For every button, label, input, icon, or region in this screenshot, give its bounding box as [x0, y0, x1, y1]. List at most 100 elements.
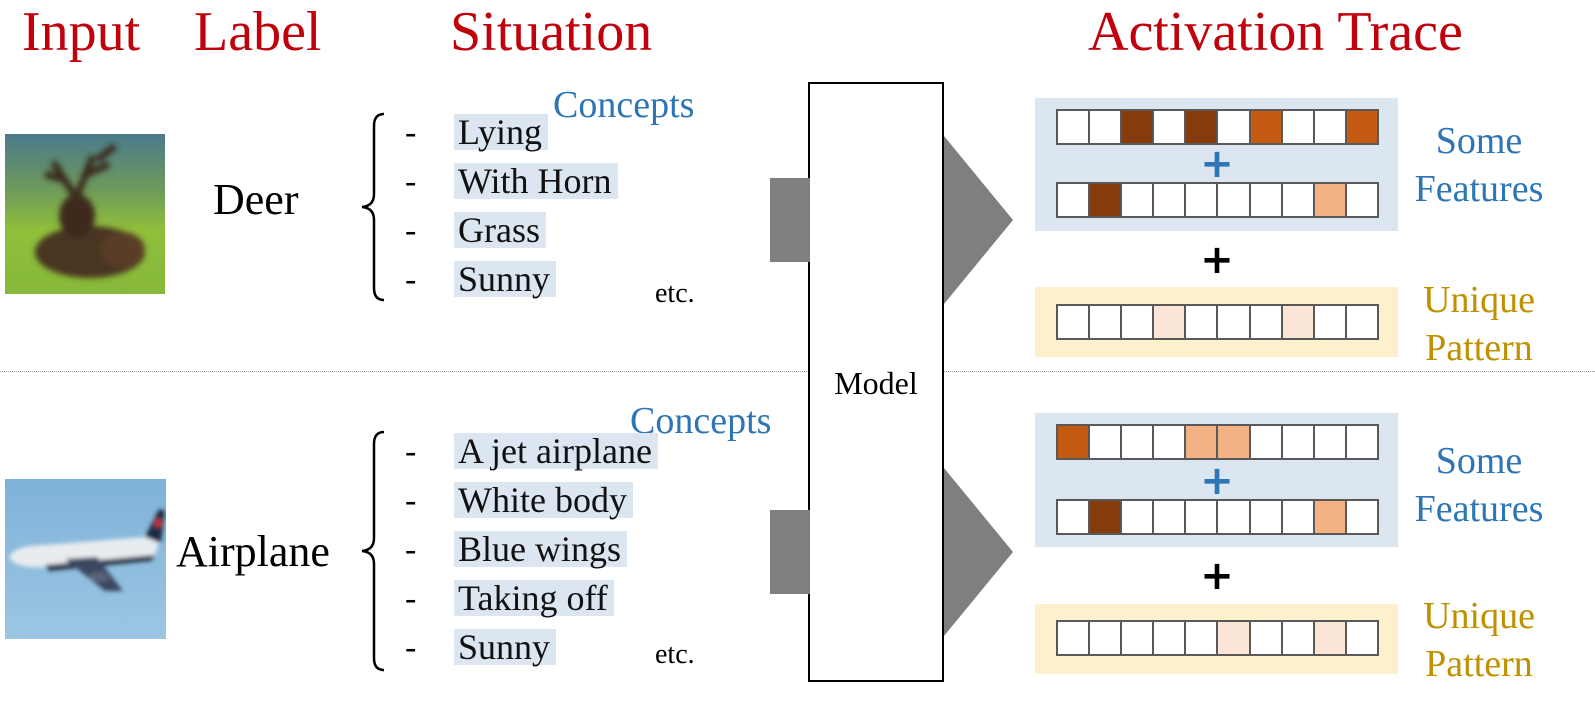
etc-label-deer: etc.	[655, 278, 695, 309]
pattern-line-2: Pattern	[1425, 327, 1533, 369]
arrow-airplane-icon	[770, 468, 1013, 636]
activation-cell	[1186, 306, 1219, 338]
concept-item: Sunny	[454, 261, 557, 297]
activation-cell	[1250, 426, 1283, 458]
activation-cell	[1058, 184, 1091, 216]
dash: -	[405, 531, 417, 568]
label-deer: Deer	[213, 175, 299, 224]
activation-cell	[1090, 426, 1123, 458]
activation-cell	[1282, 184, 1315, 216]
dash: -	[405, 433, 417, 470]
deer-image	[5, 134, 165, 294]
etc-label-airplane: etc.	[655, 639, 695, 670]
features-label-airplane: Some Features	[1408, 437, 1550, 533]
activation-cell	[1346, 622, 1377, 654]
activation-cell	[1186, 426, 1219, 458]
concept-item: A jet airplane	[454, 433, 658, 469]
activation-cell	[1218, 111, 1251, 143]
activation-cell	[1282, 622, 1315, 654]
concept-item: White body	[454, 482, 633, 518]
activation-cell	[1058, 501, 1091, 533]
activation-cell	[1218, 306, 1251, 338]
activation-cell	[1058, 426, 1091, 458]
activation-cell	[1282, 111, 1315, 143]
activation-cell	[1154, 184, 1187, 216]
activation-cell	[1282, 306, 1315, 338]
pattern-line-1: Unique	[1423, 279, 1535, 321]
brace-airplane-icon	[361, 430, 385, 672]
activation-cell	[1218, 184, 1251, 216]
activation-cell	[1314, 184, 1347, 216]
feature-bar	[1056, 109, 1379, 145]
activation-cell	[1186, 111, 1219, 143]
features-line-1: Some	[1435, 440, 1523, 482]
activation-cell	[1250, 306, 1283, 338]
activation-cell	[1314, 501, 1347, 533]
header-situation: Situation	[450, 1, 653, 63]
concepts-label-deer: Concepts	[553, 84, 695, 126]
activation-cell	[1250, 501, 1283, 533]
feature-bar	[1056, 499, 1379, 535]
activation-cell	[1090, 306, 1123, 338]
activation-cell	[1218, 622, 1251, 654]
activation-cell	[1154, 501, 1187, 533]
activation-cell	[1314, 111, 1347, 143]
activation-cell	[1314, 306, 1347, 338]
activation-cell	[1122, 501, 1155, 533]
header-activation-trace: Activation Trace	[1088, 1, 1463, 63]
activation-cell	[1346, 184, 1377, 216]
pattern-label-airplane: Unique Pattern	[1408, 592, 1550, 688]
features-label-deer: Some Features	[1408, 117, 1550, 213]
plus-icon: +	[1200, 141, 1234, 187]
activation-cell	[1090, 111, 1123, 143]
activation-cell	[1090, 501, 1123, 533]
activation-cell	[1090, 184, 1123, 216]
activation-cell	[1122, 306, 1155, 338]
dash: -	[405, 212, 417, 249]
feature-bar	[1056, 182, 1379, 218]
activation-cell	[1282, 501, 1315, 533]
activation-cell	[1122, 622, 1155, 654]
dash: -	[405, 482, 417, 519]
activation-cell	[1058, 306, 1091, 338]
activation-cell	[1154, 111, 1187, 143]
pattern-label-deer: Unique Pattern	[1408, 276, 1550, 372]
activation-cell	[1058, 111, 1091, 143]
airplane-image	[5, 479, 166, 639]
activation-cell	[1346, 111, 1377, 143]
label-airplane: Airplane	[176, 527, 330, 576]
deer-thumbnail-icon	[5, 134, 165, 294]
feature-bar	[1056, 424, 1379, 460]
activation-cell	[1250, 184, 1283, 216]
concept-item: With Horn	[454, 163, 618, 199]
concept-item: Lying	[454, 114, 549, 150]
activation-cell	[1346, 306, 1377, 338]
activation-cell	[1346, 426, 1377, 458]
plus-icon: +	[1200, 553, 1234, 599]
dash: -	[405, 580, 417, 617]
model-box	[808, 82, 944, 682]
activation-cell	[1346, 501, 1377, 533]
activation-cell	[1122, 426, 1155, 458]
pattern-line-2: Pattern	[1425, 643, 1533, 685]
features-line-2: Features	[1414, 488, 1544, 530]
activation-cell	[1154, 426, 1187, 458]
activation-cell	[1058, 622, 1091, 654]
pattern-bar	[1056, 620, 1379, 656]
concept-item: Blue wings	[454, 531, 628, 567]
activation-cell	[1186, 184, 1219, 216]
concept-item: Sunny	[454, 629, 557, 665]
pattern-bar	[1056, 304, 1379, 340]
activation-cell	[1122, 111, 1155, 143]
features-line-1: Some	[1435, 120, 1523, 162]
brace-deer-icon	[361, 112, 385, 302]
activation-cell	[1186, 501, 1219, 533]
dash: -	[405, 114, 417, 151]
concept-item: Taking off	[454, 580, 614, 616]
concept-item: Grass	[454, 212, 546, 248]
header-input: Input	[22, 1, 141, 63]
dash: -	[405, 629, 417, 666]
activation-cell	[1154, 622, 1187, 654]
airplane-thumbnail-icon	[5, 479, 166, 639]
activation-cell	[1282, 426, 1315, 458]
